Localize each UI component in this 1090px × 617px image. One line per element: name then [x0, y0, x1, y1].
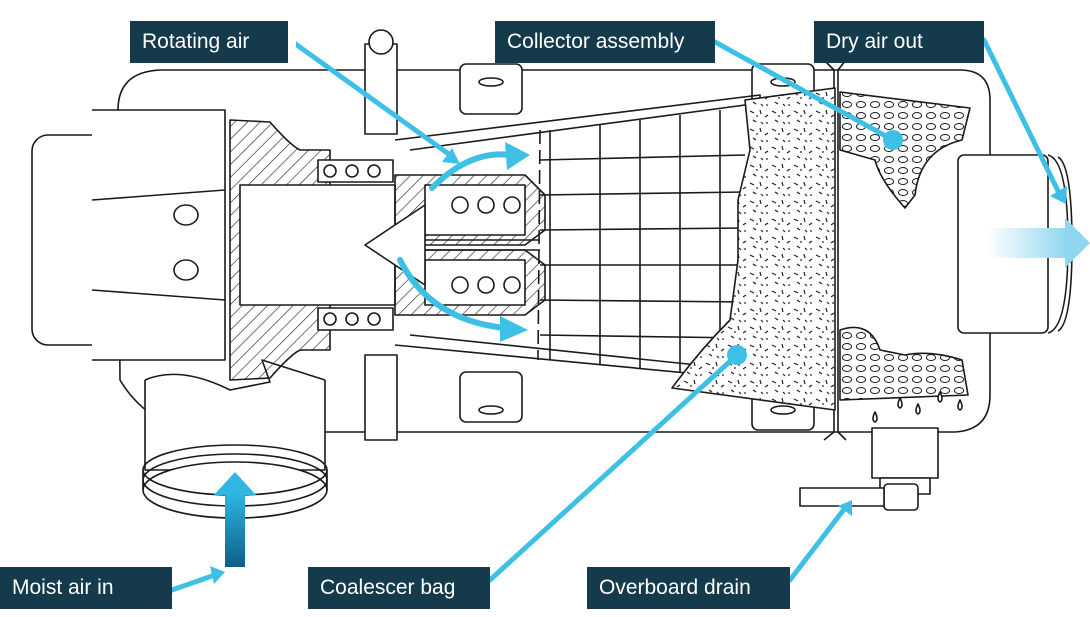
label-overboard-drain-text: Overboard drain — [599, 576, 751, 599]
label-tab — [288, 21, 296, 63]
left-nozzle — [92, 109, 226, 361]
leader-overboard-drain — [787, 505, 848, 583]
coalescer-support-grid — [537, 110, 746, 375]
clamp-band-top-left — [459, 63, 523, 115]
collector-perforated-upper — [839, 91, 971, 209]
rotating-air-arrow-lower — [397, 257, 508, 331]
vent-slot-lower — [173, 259, 199, 281]
label-collector-assembly-text: Collector assembly — [507, 30, 685, 53]
label-overboard-drain: Overboard drain — [587, 567, 790, 609]
label-coalescer-bag-text: Coalescer bag — [320, 576, 456, 599]
label-rotating-air-text: Rotating air — [142, 30, 250, 53]
deflector-cone — [364, 204, 426, 286]
housing-line-art — [31, 29, 1073, 519]
drain-fitting — [883, 483, 919, 511]
label-dry-air-out-text: Dry air out — [826, 30, 923, 53]
top-post — [364, 43, 398, 135]
label-coalescer-bag: Coalescer bag — [308, 567, 490, 609]
collector-perforated-lower — [839, 326, 969, 401]
inlet-duct — [144, 380, 326, 471]
leader-dry-air-out — [981, 37, 1063, 198]
bottom-post — [364, 354, 398, 441]
leader-lines — [169, 37, 1067, 593]
vent-slot-upper — [173, 204, 199, 226]
outlet-arrow — [988, 218, 1090, 268]
inlet-arrow — [214, 472, 256, 567]
leader-coalescer-bag — [487, 352, 740, 583]
label-rotating-air: Rotating air — [130, 21, 296, 63]
leader-collector-assembly — [712, 39, 896, 143]
label-dry-air-out: Dry air out — [814, 21, 984, 63]
leader-rotating-air — [287, 37, 453, 158]
label-moist-air-in-text: Moist air in — [12, 576, 114, 599]
coalescer-bag-media — [671, 87, 836, 411]
leader-moist-air-in — [169, 572, 218, 593]
label-collector-assembly: Collector assembly — [495, 21, 715, 63]
drain-pipe — [799, 487, 885, 507]
label-moist-air-in: Moist air in — [0, 567, 172, 609]
clamp-band-bottom-left — [459, 371, 523, 423]
drain-bowl — [871, 427, 939, 479]
rotating-air-arrow-upper — [429, 151, 513, 191]
airflow-arrows — [397, 142, 530, 342]
